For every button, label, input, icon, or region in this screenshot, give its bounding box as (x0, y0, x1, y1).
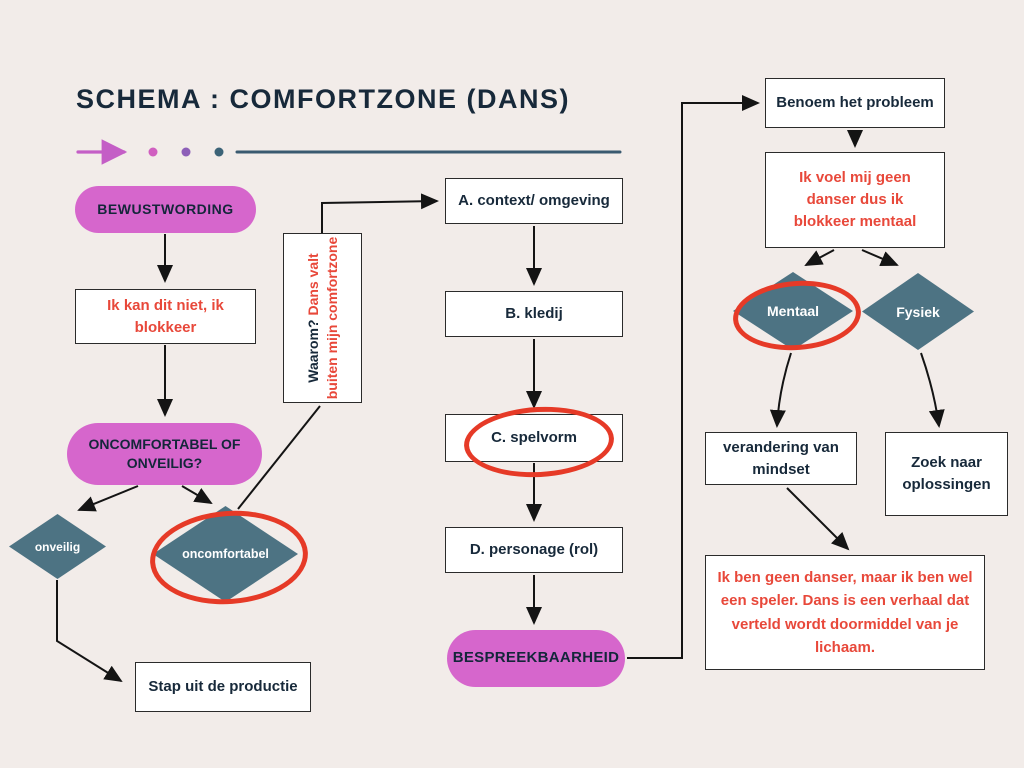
node-waarom-text: Waarom? Dans valt buiten mijn comfortzon… (304, 234, 342, 402)
node-kledij: B. kledij (445, 291, 623, 337)
node-waarom-vertical: Waarom? Dans valt buiten mijn comfortzon… (283, 233, 362, 403)
node-personage: D. personage (rol) (445, 527, 623, 573)
arrow-ikvoel-to-mentaal (804, 249, 835, 266)
node-stap-uit: Stap uit de productie (135, 662, 311, 712)
node-ik-voel-label: Ik voel mij geen danser dus ik blokkeer … (793, 169, 917, 230)
arrow-ikvoel-to-fysiek (861, 249, 899, 267)
node-zoek-oplossingen-label: Zoek naar oplossingen (902, 454, 991, 493)
arrow-mentaal-to-verandering (769, 352, 792, 428)
node-spelvorm: C. spelvorm (445, 414, 623, 462)
node-mentaal-diamond: Mentaal (733, 272, 853, 350)
node-context-omgeving-label: A. context/ omgeving (458, 192, 610, 210)
node-verandering-mindset-label: verandering van mindset (723, 438, 839, 478)
node-oncomfortabel-diamond: oncomfortabel (153, 506, 298, 602)
purple-dot-icon (181, 147, 191, 157)
node-bewustwording: BEWUSTWORDING (75, 186, 256, 233)
node-blokkeer-label: Ik kan dit niet, ik blokkeer (107, 296, 224, 336)
node-blokkeer: Ik kan dit niet, ik blokkeer (75, 289, 256, 344)
node-personage-label: D. personage (rol) (469, 541, 599, 559)
node-bespreekbaarheid: BESPREEKBAARHEID (447, 630, 625, 687)
node-onveilig-label: onveilig (34, 539, 81, 554)
node-oncomfortabel-vraag-label: ONCOMFORTABEL OF ONVEILIG? (88, 436, 241, 471)
node-stap-uit-label: Stap uit de productie (148, 678, 298, 696)
teal-dot-icon (214, 147, 224, 157)
node-mentaal-label: Mentaal (766, 303, 820, 319)
node-onveilig-diamond: onveilig (9, 514, 106, 579)
arrow-onveilig-to-stap-uit (56, 580, 123, 683)
node-kledij-label: B. kledij (505, 305, 563, 323)
node-fysiek-label: Fysiek (896, 303, 940, 320)
node-ik-ben-geen-danser-label: Ik ben geen danser, maar ik ben wel een … (717, 569, 973, 656)
pink-dot-icon (148, 147, 158, 157)
node-oncomfortabel-vraag: ONCOMFORTABEL OF ONVEILIG? (67, 423, 262, 485)
arrow-vraag-to-onveilig (77, 485, 139, 512)
node-oncomfortabel-label: oncomfortabel (182, 547, 269, 561)
node-ik-voel: Ik voel mij geen danser dus ik blokkeer … (765, 152, 945, 248)
node-zoek-oplossingen: Zoek naar oplossingen (885, 432, 1008, 516)
node-fysiek-diamond: Fysiek (862, 273, 974, 350)
arrow-verandering-to-ikben (786, 487, 850, 551)
page-title: SCHEMA : COMFORTZONE (DANS) (76, 84, 570, 114)
node-spelvorm-label: C. spelvorm (491, 429, 577, 447)
node-verandering-mindset: verandering van mindset (705, 432, 857, 485)
node-bespreekbaarheid-label: BESPREEKBAARHEID (452, 649, 620, 667)
arrow-waarom-to-context (321, 193, 439, 233)
node-benoem-probleem-label: Benoem het probleem (776, 94, 934, 112)
node-benoem-probleem: Benoem het probleem (765, 78, 945, 128)
waarom-label: Waarom? (304, 319, 321, 383)
node-ik-ben-geen-danser: Ik ben geen danser, maar ik ben wel een … (705, 555, 985, 670)
node-context-omgeving: A. context/ omgeving (445, 178, 623, 224)
node-bewustwording-label: BEWUSTWORDING (97, 201, 234, 218)
arrow-fysiek-to-zoek (920, 352, 945, 428)
arrow-vraag-to-oncomfortabel (181, 485, 213, 505)
